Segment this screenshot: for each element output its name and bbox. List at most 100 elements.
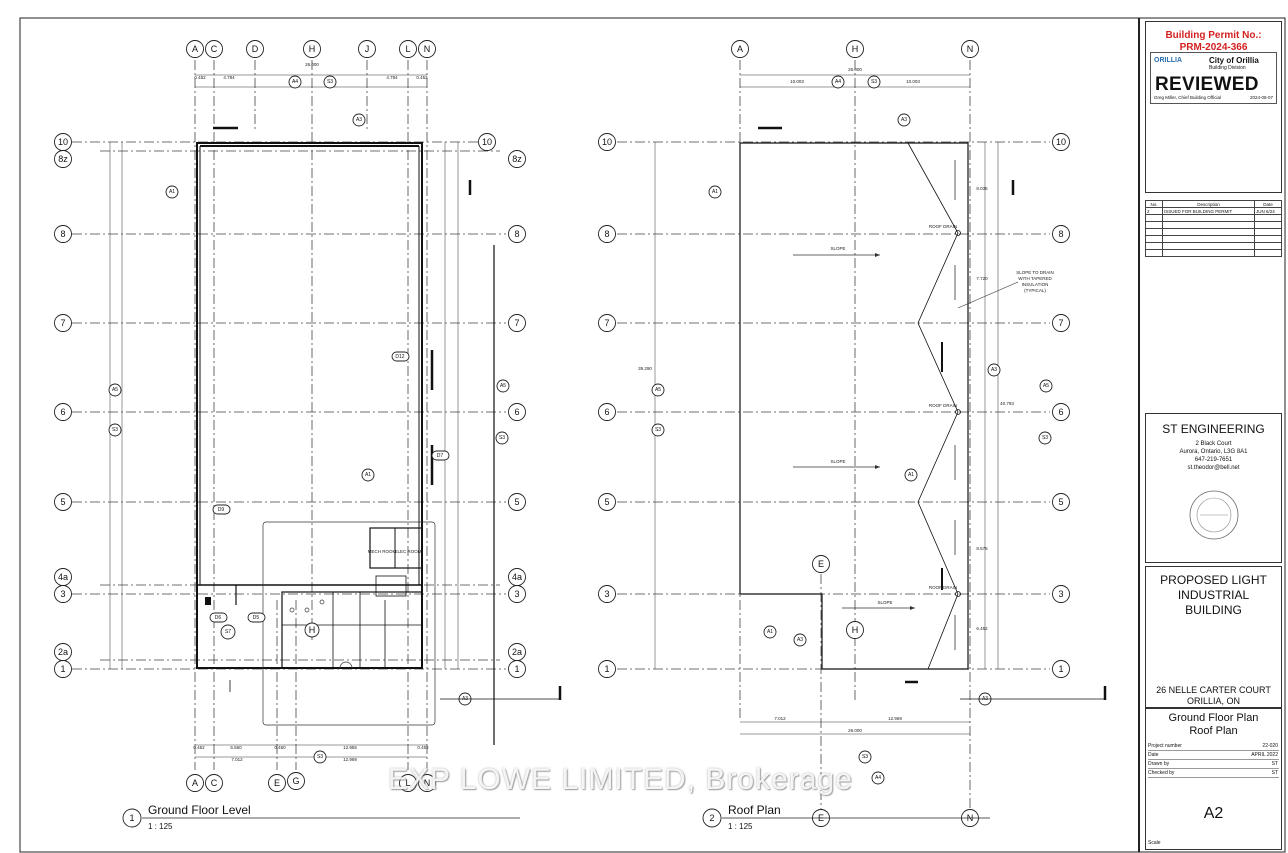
building-division: Building Division	[1209, 65, 1246, 71]
svg-text:S3: S3	[862, 754, 868, 760]
grid-bubble-left-8z: 8z	[54, 150, 72, 168]
stamp-date: 2024-08-07	[1249, 95, 1273, 100]
door-swing	[339, 661, 353, 669]
dim-text: 0.452	[416, 75, 428, 80]
office-core	[281, 591, 423, 669]
roof-grid-bubble-top-n: N	[961, 40, 979, 58]
grid-bubble-top-n: N	[418, 40, 436, 58]
grid-bubble-left-7: 7	[54, 314, 72, 332]
svg-text:1: 1	[60, 664, 65, 674]
svg-text:10: 10	[58, 137, 68, 147]
permit-label: Building Permit No.:	[1165, 30, 1262, 41]
date-row: Date APRIL 2022	[1148, 751, 1279, 760]
svg-text:2: 2	[709, 813, 714, 823]
svg-text:D12: D12	[395, 354, 404, 360]
sheet-name-1: Ground Floor Plan	[1168, 712, 1259, 724]
svg-text:E: E	[818, 559, 824, 569]
svg-text:6: 6	[514, 407, 519, 417]
svg-text:8z: 8z	[58, 154, 68, 164]
grid-bubble-bottom-a: A	[186, 774, 204, 792]
dim-text: 12.955	[343, 745, 357, 750]
dim-text: 7.012	[774, 716, 786, 721]
svg-text:A5: A5	[112, 387, 118, 393]
svg-text:7: 7	[604, 318, 609, 328]
roof-section-a5-right: A5	[1039, 379, 1053, 393]
dim-text: 6.452	[976, 626, 988, 631]
project-title-2: INDUSTRIAL	[1177, 588, 1250, 602]
project-number-value: 22-020	[1262, 743, 1278, 749]
door-tag-d5: D5	[247, 612, 266, 623]
table-row: No. Description Date	[1145, 200, 1282, 208]
permit-stamp-panel: Building Permit No.: PRM-2024-366 ORILLI…	[1145, 21, 1282, 193]
table-row	[1145, 249, 1282, 257]
table-row	[1145, 242, 1282, 250]
dim-text: 8.035	[976, 186, 988, 191]
svg-text:L: L	[405, 778, 410, 788]
grid-bubble-right-1: 1	[508, 660, 526, 678]
taper-note-line-3: INSULATION	[1022, 282, 1049, 287]
grid-bubble-right-8: 8	[508, 225, 526, 243]
roof-row-right-3: 3	[1052, 585, 1070, 603]
firm-address-2: Aurora, Ontario, L3G 8A1	[1179, 449, 1248, 455]
revision-date: JUN 6/24	[1254, 207, 1282, 215]
svg-text:D6: D6	[215, 615, 222, 621]
svg-text:8: 8	[604, 229, 609, 239]
svg-text:S3: S3	[655, 427, 661, 433]
svg-text:8: 8	[60, 229, 65, 239]
dim-text: 12.969	[888, 716, 902, 721]
taper-note-leader	[957, 281, 1019, 309]
section-marker-s7: S7	[220, 624, 236, 640]
ground-floor-plan: MECH ROOM ELEC ROOM 26.000 0.452 4.784 4…	[54, 40, 562, 831]
svg-text:D7: D7	[437, 453, 444, 459]
ground-view-scale: 1 : 125	[148, 822, 173, 831]
grid-bubble-left-8: 8	[54, 225, 72, 243]
grid-bubble-office-h: H	[304, 622, 320, 638]
grid-bubble-top-a: A	[186, 40, 204, 58]
dim-text: 8.575	[976, 546, 988, 551]
roof-section-a4-bottom: A4	[871, 771, 885, 785]
tapered-insulation-line	[907, 142, 959, 670]
firm-address-1: 2 Black Court	[1195, 441, 1232, 447]
svg-text:6: 6	[60, 407, 65, 417]
svg-text:S3: S3	[499, 435, 505, 441]
roof-row-left-7: 7	[598, 314, 616, 332]
stamp-signer: Greg Miller, Chief Building Official	[1154, 95, 1221, 100]
grid-bubble-bottom-e: E	[268, 774, 286, 792]
svg-text:G: G	[292, 776, 299, 786]
svg-text:10: 10	[482, 137, 492, 147]
svg-text:A3: A3	[991, 367, 997, 373]
roof-view-title: Roof Plan	[728, 803, 781, 817]
roof-row-right-1: 1	[1052, 660, 1070, 678]
svg-text:8: 8	[514, 229, 519, 239]
roof-view-scale: 1 : 125	[728, 822, 753, 831]
svg-text:S7: S7	[225, 629, 231, 635]
door-tag-d7: D7	[431, 450, 450, 461]
dim-text: 4.784	[223, 75, 235, 80]
svg-text:D9: D9	[218, 507, 225, 513]
scale-row: Scale	[1148, 839, 1279, 847]
svg-text:S3: S3	[112, 427, 118, 433]
sheet-name-2: Roof Plan	[1189, 725, 1238, 737]
svg-text:H: H	[309, 44, 316, 54]
door-tag-d9: D9	[212, 504, 231, 515]
roof-grid-bubble-h: H	[846, 621, 864, 639]
roof-row-left-1: 1	[598, 660, 616, 678]
office-canopy	[262, 521, 436, 726]
drawn-by-label: Drawn by	[1148, 761, 1170, 767]
roof-section-s3-right: S3	[1038, 431, 1052, 445]
svg-text:A3: A3	[901, 117, 907, 123]
section-marker-s3-right: S3	[495, 431, 509, 445]
svg-text:10: 10	[602, 137, 612, 147]
svg-text:C: C	[211, 44, 218, 54]
project-title-3: BUILDING	[1185, 603, 1242, 617]
svg-text:6: 6	[1058, 407, 1063, 417]
dim-text: 0.452	[194, 75, 206, 80]
dim-text: 7.720	[976, 276, 988, 281]
roof-grid-bubble-e: E	[812, 555, 830, 573]
engineer-panel: ST ENGINEERING 2 Black Court Aurora, Ont…	[1145, 413, 1282, 563]
svg-text:S3: S3	[327, 79, 333, 85]
date-value: APRIL 2022	[1251, 752, 1278, 758]
table-row	[1145, 228, 1282, 236]
grid-bubble-bottom-l: L	[399, 774, 417, 792]
grid-bubble-right-4a: 4a	[508, 568, 526, 586]
